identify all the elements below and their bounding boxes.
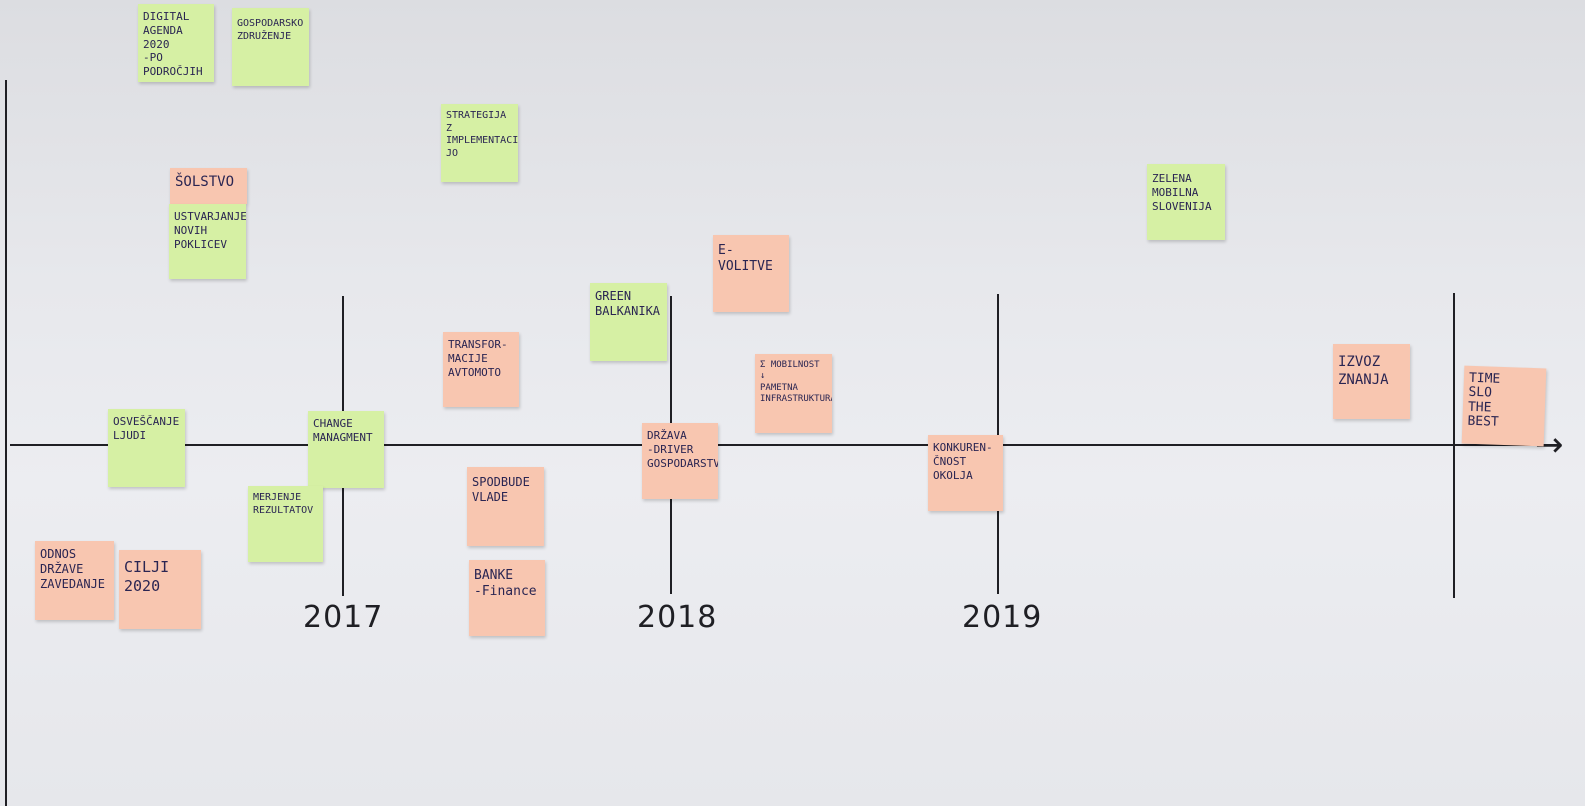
sticky-note-cilji[interactable]: CILJI 2020: [119, 550, 201, 629]
sticky-note-osvescanje[interactable]: OSVEŠČANJE LJUDI: [108, 409, 185, 487]
sticky-note-e-volitve[interactable]: E-VOLITVE: [713, 235, 789, 312]
sticky-note-digital-agenda[interactable]: DIGITAL AGENDA 2020 -PO PODROČJIH: [138, 4, 214, 82]
sticky-note-time[interactable]: TIME SLO THE BEST: [1461, 365, 1547, 447]
sticky-note-izvoz[interactable]: IZVOZ ZNANJA: [1333, 344, 1410, 419]
sticky-note-gospodarsko[interactable]: GOSPODARSKO ZDRUŽENJE: [232, 8, 309, 86]
sticky-note-transformacije[interactable]: TRANSFOR- MACIJE AVTOMOTO: [443, 332, 519, 407]
sticky-note-strategija[interactable]: STRATEGIJA Z IMPLEMENTACI JO: [441, 104, 518, 182]
sticky-note-ustvarjanje[interactable]: USTVARJANJE NOVIH POKLICEV: [169, 204, 246, 279]
year-label-2017: 2017: [303, 600, 384, 635]
sticky-note-banke[interactable]: BANKE -Finance: [469, 560, 545, 636]
sticky-note-green-balkanika[interactable]: GREEN BALKANIKA: [590, 283, 667, 361]
vertical-line-end: [1453, 293, 1455, 598]
year-label-2019: 2019: [962, 600, 1043, 635]
sticky-note-change[interactable]: CHANGE MANAGMENT: [308, 411, 384, 488]
sticky-note-merjenje[interactable]: MERJENJE REZULTATOV: [248, 486, 323, 562]
sticky-note-drzava[interactable]: DRŽAVA -DRIVER GOSPODARSTVA: [642, 423, 718, 499]
sticky-note-mobilnost[interactable]: Σ MOBILNOST ↓ PAMETNA INFRASTRUKTURA: [755, 354, 832, 433]
horizontal-timeline: [10, 444, 1555, 446]
sticky-note-solstvo[interactable]: ŠOLSTVO: [170, 168, 247, 204]
sticky-note-zelena[interactable]: ZELENA MOBILNA SLOVENIJA: [1147, 164, 1225, 240]
sticky-note-konkurencnost[interactable]: KONKUREN- ČNOST OKOLJA: [928, 435, 1003, 511]
sticky-note-odnos[interactable]: ODNOS DRŽAVE ZAVEDANJE: [35, 541, 114, 620]
year-label-2018: 2018: [637, 600, 718, 635]
sticky-note-spodbude[interactable]: SPODBUDE VLADE: [467, 467, 544, 546]
left-vertical-line: [5, 80, 7, 806]
